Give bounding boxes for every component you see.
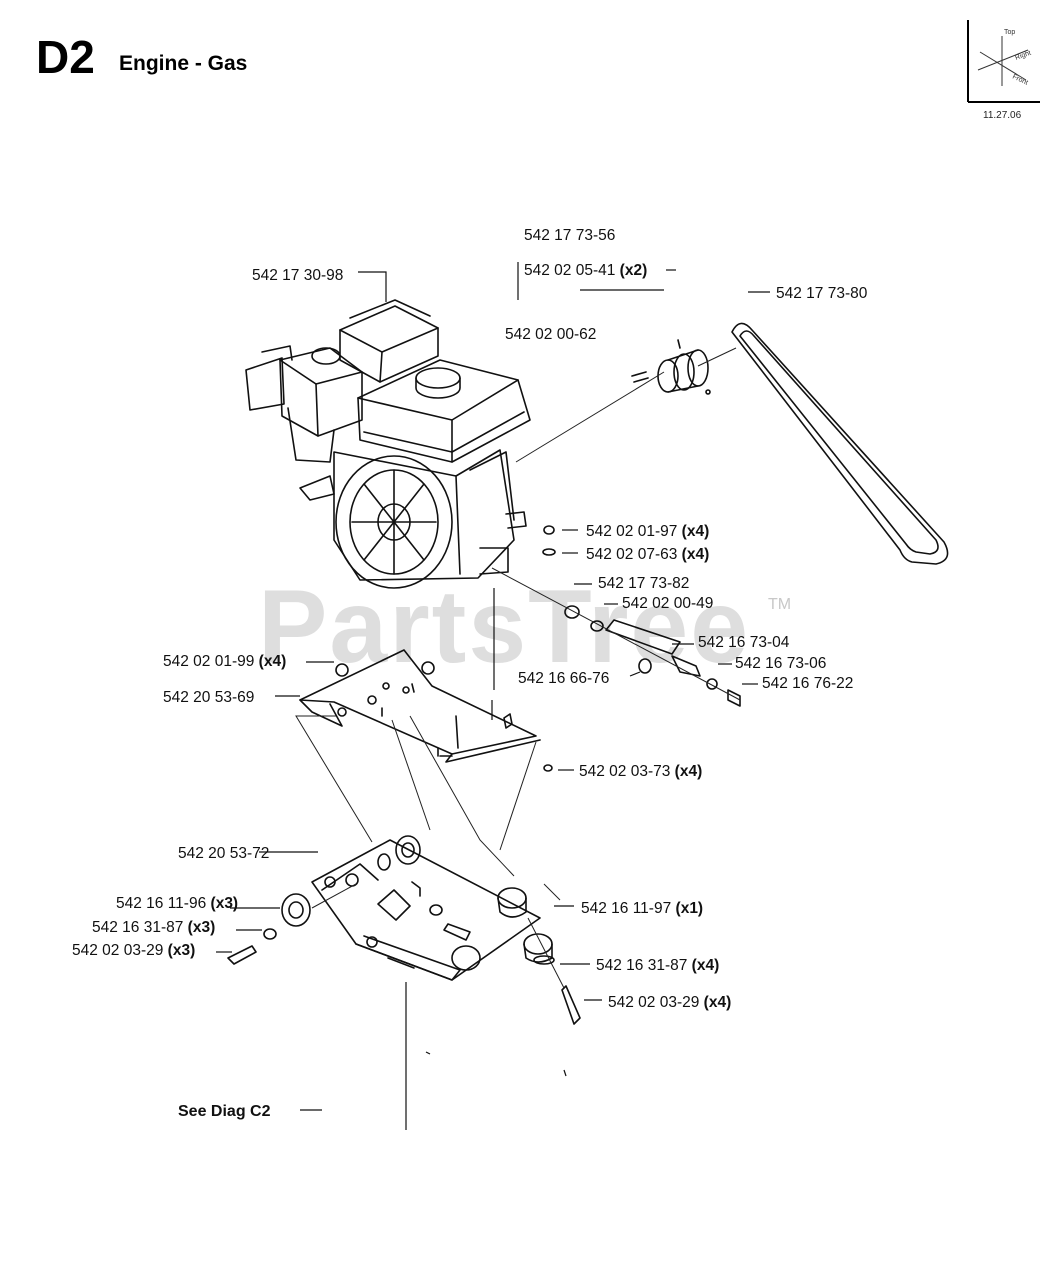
muffler-drawing (245, 345, 363, 463)
see-diagram-reference: See Diag C2 (178, 1103, 271, 1120)
part-label: 542 16 31-87 (x4) (596, 957, 720, 974)
part-label: 542 16 66-76 (518, 670, 610, 687)
part-label: 542 17 73-80 (776, 285, 868, 302)
base-plate-drawing (311, 839, 541, 981)
part-label: 542 16 11-96 (x3) (116, 895, 239, 912)
part-label: 542 16 73-04 (698, 634, 790, 651)
engine-plate-drawing (299, 649, 553, 772)
part-label: 542 02 03-29 (x4) (608, 994, 732, 1011)
part-label: 542 17 30-98 (252, 267, 344, 284)
part-label: 542 17 73-56 (524, 227, 616, 244)
part-label: 542 16 76-22 (762, 675, 854, 692)
orient-top-label: Top (1004, 29, 1015, 36)
explode-lines (295, 347, 741, 989)
part-label: 542 17 73-82 (598, 575, 690, 592)
part-label: 542 20 53-72 (178, 845, 270, 862)
part-label: 542 02 07-63 (x4) (586, 546, 710, 563)
rubber-mounts-drawing (227, 835, 581, 1025)
part-label: 542 02 05-41 (x2) (524, 262, 648, 279)
watermark-trademark: TM (768, 596, 792, 613)
leader-lines (216, 262, 770, 1130)
air-cleaner-drawing (339, 299, 439, 383)
drive-pulley-drawing (631, 339, 711, 395)
fuel-tank-drawing (357, 359, 531, 463)
diagram-title: Engine - Gas (119, 52, 248, 75)
diagram-code: D2 (36, 31, 95, 83)
drive-belt-drawing (731, 322, 949, 565)
part-label: 542 02 01-97 (x4) (586, 523, 710, 540)
part-label: 542 20 53-69 (163, 689, 255, 706)
part-label: 542 02 03-73 (x4) (579, 763, 703, 780)
part-label: 542 16 11-97 (x1) (581, 900, 704, 917)
part-label: 542 02 01-99 (x4) (163, 653, 287, 670)
watermark-text: PartsTree (258, 569, 751, 685)
orientation-compass-icon: Top Right Front (967, 20, 1040, 103)
part-label: 542 02 00-49 (622, 595, 714, 612)
part-label: 542 16 31-87 (x3) (92, 919, 216, 936)
part-label: 542 02 00-62 (505, 326, 597, 343)
part-label: 542 16 73-06 (735, 655, 827, 672)
part-label: 542 02 03-29 (x3) (72, 942, 196, 959)
engine-block-drawing (299, 449, 527, 589)
revision-date: 11.27.06 (983, 110, 1022, 121)
